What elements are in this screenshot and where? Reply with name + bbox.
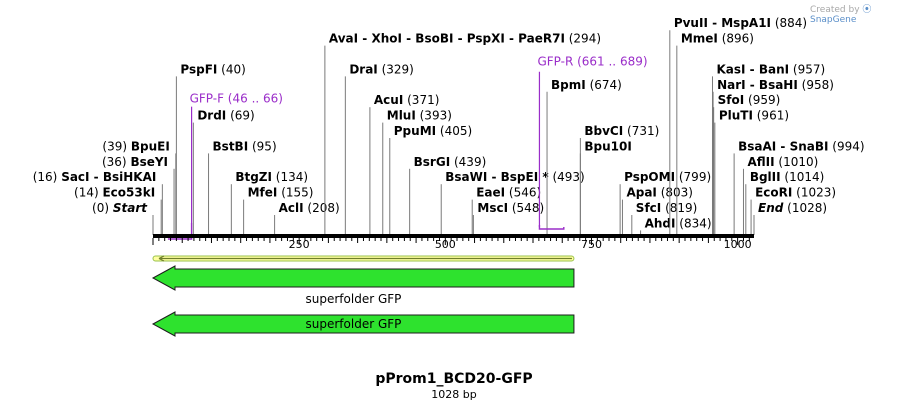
site-label-bpmi[interactable]: BpmI (674) [551,78,622,92]
site-label-saci-bsihkai[interactable]: (16) SacI - BsiHKAI [33,170,157,184]
site-label-ahdi[interactable]: AhdI (834) [645,216,712,230]
ruler-tick-label: 250 [289,238,310,251]
site-label-eco53ki[interactable]: (14) Eco53kI [74,186,155,200]
site-label-ppumi[interactable]: PpuMI (405) [394,124,472,138]
ruler-tick-label: 500 [435,238,456,251]
restriction-sites: (0) Start(14) Eco53kI (16) SacI - BsiHKAI… [33,16,865,235]
features: superfolder GFP superfolder GFP [151,255,575,337]
site-label-bsrgi[interactable]: BsrGI (439) [414,155,487,169]
site-label-avai-xhoi-bsobi-pspxi-paer7i[interactable]: AvaI - XhoI - BsoBI - PspXI - PaeR7I (29… [329,32,601,46]
site-label-kasi-bani[interactable]: KasI - BanI (957) [716,62,825,76]
site-label-mlui[interactable]: MluI (393) [387,109,452,123]
site-label-bstbi[interactable]: BstBI (95) [213,139,277,153]
site-label-pspfi[interactable]: PspFI (40) [180,62,245,76]
site-label-bsaai-snabi[interactable]: BsaAI - SnaBI (994) [738,139,864,153]
sequence-axis [153,234,754,238]
site-label-pspomi[interactable]: PspOMI (799) [624,170,711,184]
plasmid-size: 1028 bp [431,388,477,401]
site-label-drai[interactable]: DraI (329) [349,62,414,76]
primer-gfp-r-mark[interactable] [538,225,565,230]
site-label-acli[interactable]: AclI (208) [279,201,340,215]
plasmid-name: pProm1_BCD20-GFP [375,371,533,387]
site-label-apai[interactable]: ApaI (803) [626,186,693,200]
site-label-sfoi[interactable]: SfoI (959) [718,93,781,107]
site-label-nari-bsahi[interactable]: NarI - BsaHI (958) [717,78,834,92]
site-label-sfci[interactable]: SfcI (819) [636,201,698,215]
site-label-bglii[interactable]: BglII (1014) [750,170,825,184]
site-label-mfei[interactable]: MfeI (155) [248,186,314,200]
site-label-bsawi-bspei[interactable]: BsaWI - BspEI * (493) [445,170,585,184]
snapgene-logo-icon: ⦿ [862,5,872,15]
site-label-btgzi[interactable]: BtgZI (134) [235,170,308,184]
credit-prefix: Created by [810,5,860,15]
site-label-start[interactable]: (0) Start [92,201,148,215]
ruler-tick-label: 750 [581,238,602,251]
site-label-pluti[interactable]: PluTI (961) [719,109,789,123]
site-label-drdi[interactable]: DrdI (69) [197,109,254,123]
primer-gfp-r-label[interactable]: GFP-R (661 .. 689) [537,55,647,69]
site-label-bseyi[interactable]: (36) BseYI [102,155,168,169]
sequence-ruler: 250 500 750 1000 [152,234,754,251]
site-label-bpu10i[interactable]: Bpu10I [584,139,631,153]
created-by-credit: Created by ⦿ SnapGene [810,2,908,25]
primer-gfp-f-label[interactable]: GFP-F (46 .. 66) [190,92,283,106]
primers: GFP-F (46 .. 66) GFP-R (661 .. 689) [167,55,648,240]
site-label-end[interactable]: End (1028) [758,201,827,215]
site-label-eaei[interactable]: EaeI (546) [476,186,541,200]
feature-label-2: superfolder GFP [306,317,402,331]
site-label-msci[interactable]: MscI (548) [477,201,544,215]
ruler-tick-label: 1000 [724,238,752,251]
site-label-bbvci[interactable]: BbvCI (731) [584,124,659,138]
feature-arrow-2[interactable] [151,311,575,337]
site-label-ecori[interactable]: EcoRI (1023) [755,186,836,200]
site-label-mmei[interactable]: MmeI (896) [681,32,754,46]
feature-arrow-1[interactable] [151,265,575,291]
feature-label-1: superfolder GFP [306,292,402,306]
site-label-acui[interactable]: AcuI (371) [374,93,440,107]
site-label-bpuei[interactable]: (39) BpuEI [102,139,169,153]
credit-brand: SnapGene [810,15,857,25]
translation-arrow-icon [158,255,572,262]
primer-gfp-f-mark[interactable] [167,223,193,240]
site-label-pvuii-mspa1i[interactable]: PvuII - MspA1I (884) [674,16,807,30]
site-label-aflii[interactable]: AflII (1010) [747,155,818,169]
